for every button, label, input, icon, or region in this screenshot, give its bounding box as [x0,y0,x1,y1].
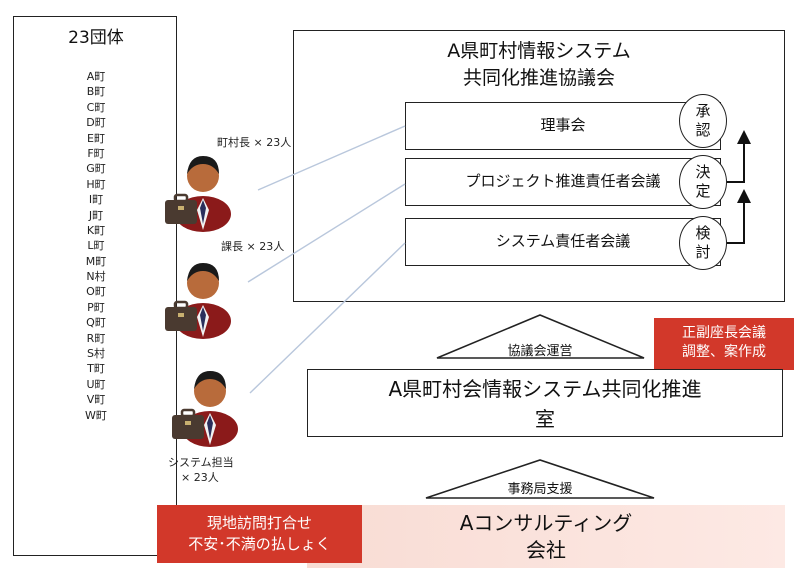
promotion-office-line2: 室 [535,407,555,431]
site-visit-line2: 不安･不満の払しょく [188,535,331,553]
council-operation-label: 協議会運営 [507,344,573,359]
municipality-item: W町 [85,408,107,422]
municipality-item: L町 [87,239,105,253]
secretariat-triangle [425,459,655,499]
municipality-item: J町 [88,208,104,222]
site-visit-line1: 現地訪問打合せ [206,514,312,532]
municipality-item: H町 [86,177,106,191]
consultant-line2: 会社 [526,538,566,562]
manager-person-icon [165,263,231,339]
decide-char2: 定 [695,182,711,200]
promotion-office-box: A県町村会情報システム共同化推進 室 [307,369,783,437]
consultant-line1: Aコンサルティング [459,511,633,535]
municipality-item: C町 [86,100,106,114]
consultant-box: Aコンサルティング 会社 [307,505,785,568]
municipality-item: P町 [87,300,105,314]
municipality-item: D町 [86,116,106,130]
connector-system-staff [249,242,406,394]
arrow-decide-to-approve [727,130,751,183]
system-staff-label-line1: システム担当 [168,456,234,469]
approve-char1: 承 [695,102,711,120]
decide-char1: 決 [695,163,711,181]
system-board-box: システム責任者会議 [405,218,721,266]
municipality-item: T町 [87,362,105,376]
municipality-item: I町 [88,193,104,207]
council-title-line1: A県町村情報システム [447,40,631,62]
municipality-item: F町 [87,146,105,160]
connector-mayors [257,125,406,191]
manager-label: 課長 × 23人 [221,240,285,253]
municipality-item: O町 [86,285,106,299]
municipalities-title: 23団体 [68,28,124,48]
municipality-item: N村 [86,270,106,284]
project-board-box: プロジェクト推進責任者会議 [405,158,721,206]
board-directors-label: 理事会 [540,116,586,134]
vice-chair-meeting-line1: 正副座長会議 [682,325,766,341]
vice-chair-meeting-note: 正副座長会議 調整、案作成 [654,318,794,370]
municipality-item: K町 [86,223,106,237]
system-board-label: システム責任者会議 [495,232,631,250]
municipality-item: V町 [86,393,106,407]
system-staff-person-icon [172,371,238,447]
municipality-item: R町 [86,331,106,345]
council-title-line2: 共同化推進協議会 [462,67,615,89]
municipality-item: G町 [86,162,106,176]
secretariat-label: 事務局支援 [507,482,573,497]
municipality-item: A町 [86,70,106,83]
mayor-person-icon [165,156,231,232]
review-circle: 検 討 [679,216,727,270]
municipality-item: M町 [85,254,107,268]
municipality-item: Q町 [86,316,106,330]
review-char1: 検 [695,224,711,242]
municipality-item: E町 [87,131,105,145]
system-staff-label-line2: × 23人 [181,471,219,484]
arrow-review-to-decide [727,189,751,244]
municipality-item: S村 [87,347,105,361]
approve-char2: 認 [695,121,711,139]
council-operation-triangle [436,314,645,359]
promotion-office-line1: A県町村会情報システム共同化推進 [388,377,702,401]
site-visit-note: 現地訪問打合せ 不安･不満の払しょく [157,505,362,563]
connector-managers [247,183,406,283]
project-board-label: プロジェクト推進責任者会議 [465,172,661,190]
review-char2: 討 [695,243,711,261]
mayor-label: 町村長 × 23人 [217,136,292,149]
municipality-item: B町 [86,85,106,99]
approve-circle: 承 認 [679,94,727,148]
decide-circle: 決 定 [679,155,727,209]
municipality-item: U町 [86,377,106,391]
vice-chair-meeting-line2: 調整、案作成 [682,344,766,360]
board-directors-box: 理事会 [405,102,721,150]
